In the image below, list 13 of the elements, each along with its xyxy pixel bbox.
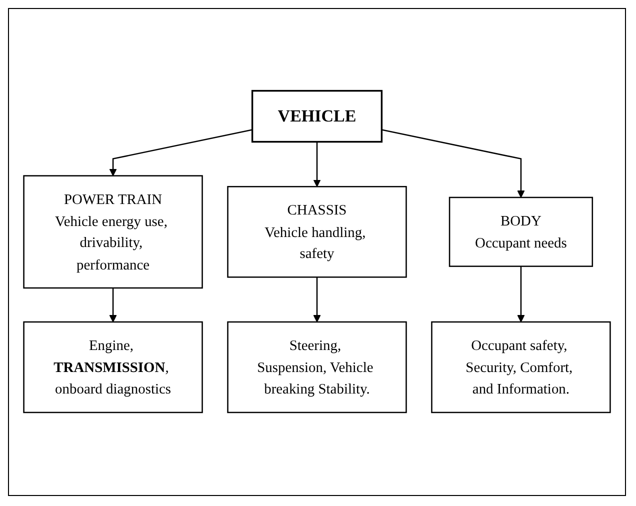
node-box: Steering, Suspension, Vehicle breaking Stability. [227, 322, 407, 414]
arrow [382, 130, 525, 198]
arrow [517, 266, 525, 323]
arrow [109, 130, 252, 176]
arrow [313, 142, 321, 188]
node-box: POWER TRAIN Vehicle energy use, drivability, performance [23, 176, 203, 289]
node-box: CHASSIS Vehicle handling, safety [227, 186, 407, 278]
arrow [313, 278, 321, 323]
node-box: Engine, TRANSMISSION, onboard diagnostics [23, 322, 203, 414]
node-box: Occupant safety, Security, Comfort, and Information. [431, 322, 611, 414]
arrow [109, 288, 117, 323]
node-box: VEHICLE [251, 90, 383, 143]
node-box: BODY Occupant needs [448, 197, 594, 268]
